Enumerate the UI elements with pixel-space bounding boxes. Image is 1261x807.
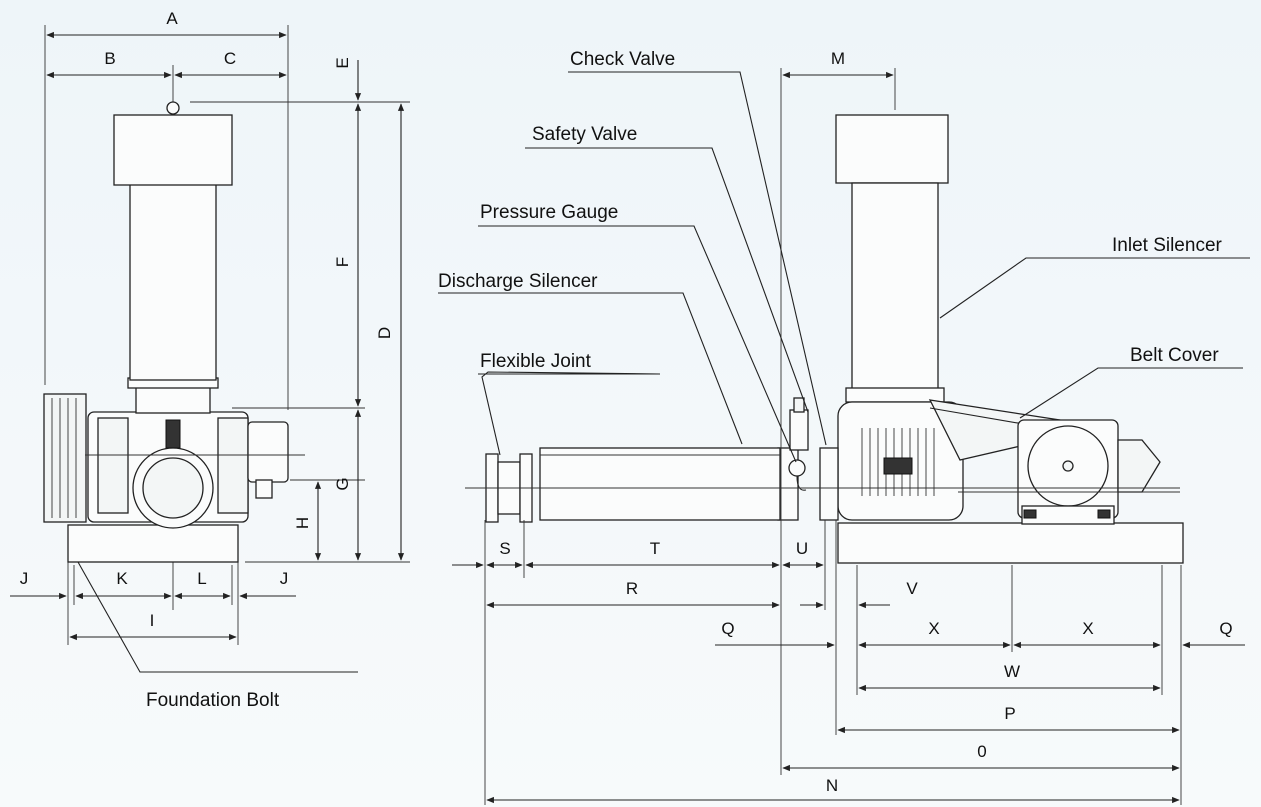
safety-valve-leader [525, 147, 809, 413]
dim-label-g: G [333, 477, 352, 490]
flexible-joint-leader [478, 371, 661, 456]
callout-safety-valve: Safety Valve [532, 124, 637, 145]
dim-label-r: R [626, 579, 638, 598]
dim-label-e: E [333, 57, 352, 68]
dim-label-i: I [150, 611, 155, 630]
check-valve-leader [568, 71, 827, 446]
dim-label-t: T [650, 539, 660, 558]
dim-label-j-left: J [20, 569, 29, 588]
callout-check-valve: Check Valve [570, 49, 675, 70]
dim-label-p: P [1004, 704, 1015, 723]
dim-label-q-left: Q [721, 619, 734, 638]
dim-label-c: C [224, 49, 236, 68]
dim-label-a: A [166, 9, 178, 28]
dim-label-x-left: X [928, 619, 939, 638]
dim-label-v: V [906, 579, 918, 598]
front-view [10, 25, 410, 645]
callout-flexible-joint: Flexible Joint [480, 351, 592, 372]
foundation-bolt-leader [77, 561, 358, 673]
dim-label-d: D [375, 327, 394, 339]
callout-pressure-gauge: Pressure Gauge [480, 202, 618, 223]
side-view [465, 114, 1184, 564]
pressure-gauge-leader [478, 225, 797, 463]
dim-label-o: 0 [977, 742, 986, 761]
callout-inlet-silencer: Inlet Silencer [1112, 235, 1223, 256]
dim-label-j-right: J [280, 569, 289, 588]
callout-belt-cover: Belt Cover [1130, 345, 1219, 366]
dim-label-b: B [104, 49, 115, 68]
callout-foundation-bolt: Foundation Bolt [146, 690, 280, 711]
inlet-silencer-leader [939, 257, 1250, 319]
dim-label-w: W [1004, 662, 1020, 681]
dim-label-h: H [293, 517, 312, 529]
dim-label-q-right: Q [1219, 619, 1232, 638]
dim-label-k: K [116, 569, 128, 588]
dim-label-l: L [197, 569, 206, 588]
callout-discharge-silencer: Discharge Silencer [438, 271, 598, 292]
dim-label-n: N [826, 776, 838, 795]
dim-label-m: M [831, 49, 845, 68]
dim-label-x-right: X [1082, 619, 1093, 638]
dim-label-s: S [499, 539, 510, 558]
dim-label-f: F [333, 257, 352, 267]
belt-cover-leader [1019, 367, 1243, 419]
dim-label-u: U [796, 539, 808, 558]
discharge-silencer-leader [438, 292, 743, 445]
